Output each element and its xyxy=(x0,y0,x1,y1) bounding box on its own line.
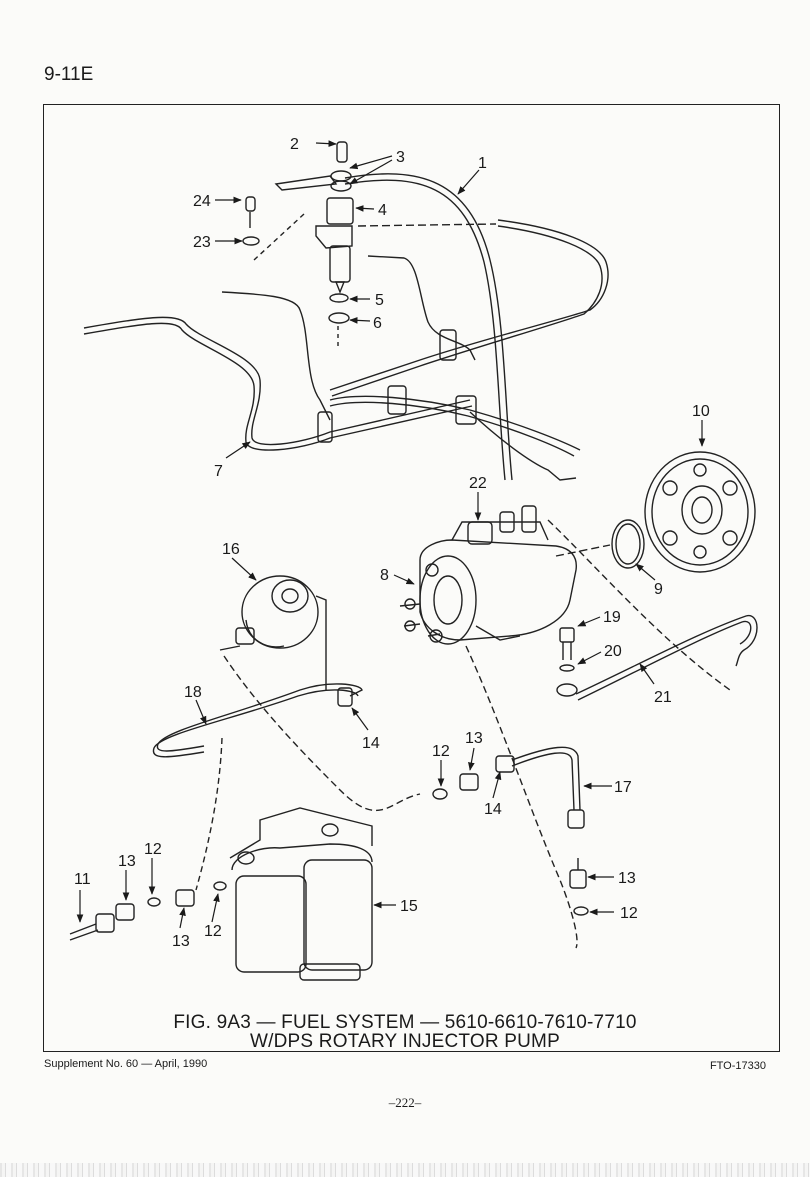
bolt xyxy=(559,627,575,643)
callout-3: 3 xyxy=(396,149,405,166)
callout-4: 4 xyxy=(378,202,387,219)
inlet-line xyxy=(69,923,97,935)
drawing-lines xyxy=(69,141,758,981)
scan-edge-strip xyxy=(0,1163,810,1177)
fuel-filter xyxy=(229,807,373,981)
callout-12b: 12 xyxy=(620,905,638,922)
callout-17: 17 xyxy=(614,779,632,796)
figure-frame xyxy=(43,104,780,1052)
callout-1: 1 xyxy=(478,155,487,172)
callout-12a: 12 xyxy=(432,743,450,760)
callout-22: 22 xyxy=(469,475,487,492)
fuel-line-18 xyxy=(156,683,363,752)
callout-11: 11 xyxy=(74,871,91,888)
callout-9: 9 xyxy=(654,581,663,598)
figure-code: FTO-17330 xyxy=(709,1060,766,1072)
callout-16: 16 xyxy=(222,541,240,558)
callout-8: 8 xyxy=(380,567,389,584)
injection-pump xyxy=(399,505,577,645)
washer xyxy=(432,788,448,800)
callout-23: 23 xyxy=(193,234,211,251)
figure-caption-title: FIG. 9A3 — FUEL SYSTEM — 5610-6610-7610-… xyxy=(173,1012,637,1033)
drive-gear xyxy=(644,451,756,573)
figure-caption-subtitle: W/DPS ROTARY INJECTOR PUMP xyxy=(250,1031,560,1052)
injector-assembly xyxy=(242,141,354,324)
leader-arrows xyxy=(76,140,706,929)
o-ring xyxy=(611,519,645,569)
callout-7: 7 xyxy=(214,463,223,480)
callout-14a: 14 xyxy=(362,735,380,752)
callout-24: 24 xyxy=(193,193,211,210)
callout-12d: 12 xyxy=(204,923,222,940)
callout-labels: 2 3 4 5 6 1 24 23 7 8 9 10 22 16 19 20 2… xyxy=(74,136,710,950)
callout-13d: 13 xyxy=(172,933,190,950)
injector-lines xyxy=(83,219,609,481)
supplement-note: Supplement No. 60 — April, 1990 xyxy=(44,1058,208,1070)
page-number: –222– xyxy=(388,1095,422,1110)
callout-13a: 13 xyxy=(465,730,483,747)
callout-2: 2 xyxy=(290,136,299,153)
callout-15: 15 xyxy=(400,898,418,915)
fuel-line-17 xyxy=(511,746,581,811)
callout-13b: 13 xyxy=(618,870,636,887)
callout-18: 18 xyxy=(184,684,202,701)
callout-5: 5 xyxy=(375,292,384,309)
callout-12c: 12 xyxy=(144,841,162,858)
callout-6: 6 xyxy=(373,315,382,332)
callout-13c: 13 xyxy=(118,853,136,870)
callout-10: 10 xyxy=(692,403,710,420)
callout-19: 19 xyxy=(603,609,621,626)
page-reference: 9-11E xyxy=(44,64,94,85)
callout-20: 20 xyxy=(604,643,622,660)
callout-14b: 14 xyxy=(484,801,502,818)
return-line xyxy=(344,173,513,481)
lift-pump xyxy=(235,575,327,690)
callout-21: 21 xyxy=(654,689,672,706)
